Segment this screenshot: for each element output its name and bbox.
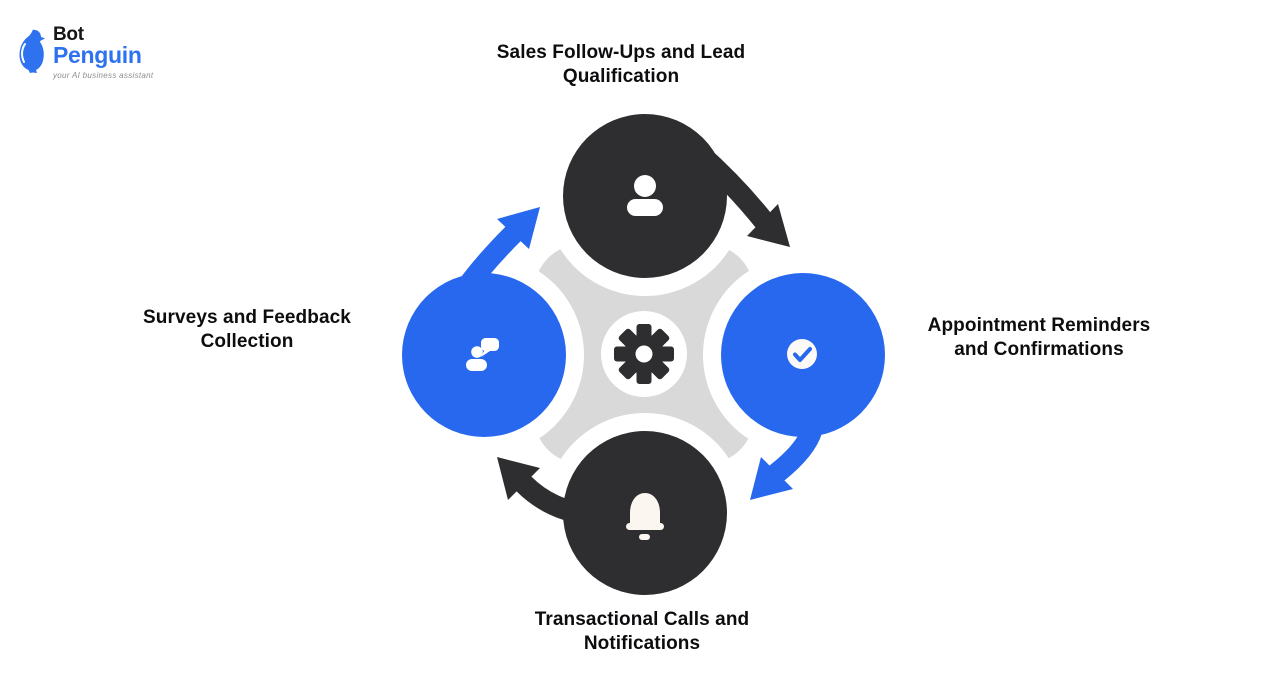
node-label-sales: Sales Follow-Ups and Lead Qualification: [496, 42, 746, 87]
botpenguin-logo: Bot Penguin your AI business assistant: [16, 24, 154, 80]
node-label-transactional: Transactional Calls and Notifications: [534, 609, 750, 654]
logo-tagline: your AI business assistant: [53, 71, 154, 80]
bell-icon: [626, 493, 664, 540]
logo-wordmark-penguin: Penguin: [53, 42, 142, 68]
node-label-surveys: Surveys and Feedback Collection: [143, 307, 351, 352]
penguin-icon: [19, 29, 45, 73]
people-chat-icon: [466, 338, 499, 371]
check-icon: [787, 339, 817, 369]
gear-icon: [614, 324, 674, 384]
person-icon: [627, 175, 663, 216]
logo-wordmark-bot: Bot: [53, 24, 84, 45]
node-label-appointments: Appointment Reminders and Confirmations: [927, 315, 1151, 360]
